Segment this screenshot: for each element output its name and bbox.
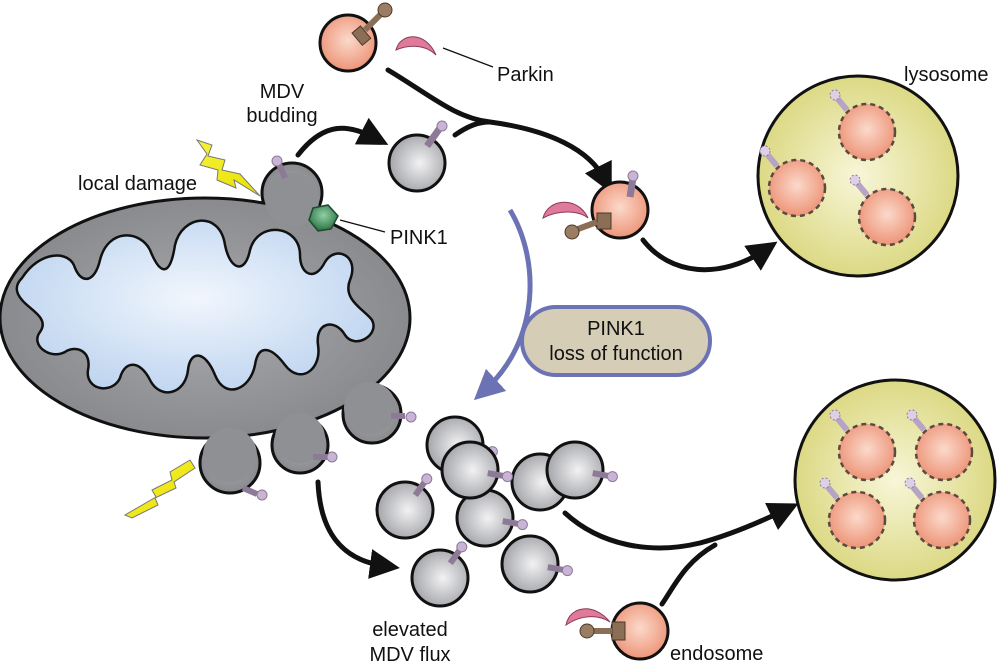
parkin-icon (395, 36, 437, 56)
elevated-flux-arrow (315, 479, 400, 579)
label-mdv-flux: MDV flux (369, 644, 450, 666)
degraded-cargo (819, 477, 887, 550)
degraded-cargo (829, 409, 897, 482)
endosome-fusion-arrow (659, 542, 718, 607)
cargo-stalks-mito (241, 155, 417, 501)
endosome-top (318, 2, 393, 73)
parkin-icon (565, 608, 611, 627)
mdv-budding-arrow (295, 117, 389, 158)
mdv-vesicle (545, 440, 618, 500)
degraded-cargo (759, 145, 827, 218)
mdv-vesicle (440, 440, 513, 500)
label-lof-pink1: PINK1 (587, 318, 645, 340)
degraded-cargo (906, 409, 974, 482)
endosome-bottom (565, 601, 670, 661)
label-parkin: Parkin (497, 64, 554, 86)
degraded-cargo (904, 477, 972, 550)
lysosome-upper (756, 74, 960, 278)
parkin-tagged-mdv (542, 170, 650, 240)
pink1-lof-arrow (473, 208, 533, 401)
pink1-kinase-icon (308, 204, 339, 232)
label-mdv: MDV (260, 81, 305, 103)
to-lysosome-arrow (640, 237, 778, 273)
mdv-to-lysosome-arrow (562, 502, 799, 551)
mdv-vesicle (410, 541, 470, 608)
mdv-vesicle (375, 473, 435, 540)
label-local-damage: local damage (78, 173, 197, 195)
lightning-bolt-top-icon (195, 139, 261, 197)
mdv-vesicle-budded (387, 120, 448, 193)
mdv-vesicle (500, 534, 573, 594)
label-endosome: endosome (670, 643, 763, 665)
mdv-merge-arrow (452, 119, 493, 138)
label-lysosome: lysosome (904, 64, 988, 86)
label-budding: budding (246, 105, 317, 127)
parkin-icon (542, 201, 589, 219)
label-pink1: PINK1 (390, 227, 448, 249)
lysosome-lower (793, 378, 997, 582)
label-lof: loss of function (549, 343, 682, 365)
pink1-lof-box (520, 305, 712, 377)
degraded-cargo (829, 89, 897, 162)
degraded-cargo (849, 174, 917, 247)
label-elevated: elevated (372, 619, 448, 641)
lightning-bolt-bottom-icon (123, 459, 196, 519)
elevated-mdv-cluster (375, 415, 618, 608)
mitochondrion (0, 161, 412, 495)
matrix-cristae (15, 219, 375, 394)
